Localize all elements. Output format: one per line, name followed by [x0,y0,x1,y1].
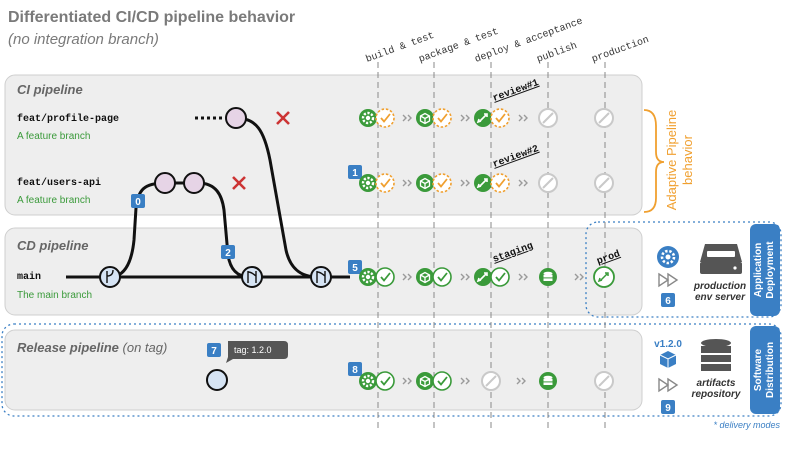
server-label: production [693,281,746,292]
row-main-jobs [357,266,615,288]
ci-panel [4,74,643,216]
tag-callout: tag: 1.2.0 [226,341,288,363]
server-label-2: env server [695,292,746,303]
step-badge-2: 2 [221,245,235,259]
commit-main-branch-point [99,266,121,288]
ci-panel-title: CI pipeline [17,82,83,97]
deployment-tab [750,224,780,316]
step-badge-7: 7 [207,343,221,357]
adaptive-label: Adaptive Pipeline [664,110,679,210]
fast-forward-icon [658,377,679,393]
release-panel-title: Release pipeline (on tag) [17,340,167,355]
stage-header-publish: publish [535,40,579,66]
commit-profile [225,107,247,129]
branch-icon [106,269,114,283]
close-icon [232,176,246,190]
database-icon [701,339,731,371]
adaptive-brace [643,109,665,213]
server-icon [700,244,742,274]
commit-tag [206,369,228,391]
cd-panel-title: CD pipeline [17,238,89,253]
merge-icon [316,271,326,283]
fast-forward-icon [658,272,679,288]
branch-desc-profile: A feature branch [17,131,90,142]
step-badge-1: 1 [348,165,362,179]
merge-icon [247,271,257,283]
branch-desc-main: The main branch [17,290,92,301]
commit-users-1 [154,172,176,194]
distribution-tab [750,326,780,414]
svg-text:2: 2 [225,248,231,259]
svg-text:7: 7 [211,346,217,357]
stage-header-production: production [590,34,651,66]
deployment-tab-label-2: Deployment [765,241,776,299]
svg-text:9: 9 [665,403,671,414]
step-badge-8: 8 [348,362,362,376]
svg-text:tag: 1.2.0: tag: 1.2.0 [234,345,272,355]
commit-main-merge-1 [241,266,263,288]
step-badge-0: 0 [131,194,145,208]
deployment-mode-outline [585,221,782,318]
gear-icon [657,246,679,268]
distribution-tab-label: Software [753,348,764,391]
branch-name-main: main [17,271,41,283]
step-badge-6: 6 [661,293,675,307]
commit-main-merge-2 [310,266,332,288]
step-badge-9: 9 [661,400,675,414]
svg-text:8: 8 [352,365,358,376]
commit-users-2 [183,172,205,194]
version-label: v1.2.0 [654,339,682,350]
distribution-tab-label-2: Distribution [765,342,776,398]
branch-name-profile: feat/profile-page [17,113,119,125]
svg-text:6: 6 [665,296,671,307]
svg-text:1: 1 [352,168,358,179]
step-badge-5: 5 [348,260,362,274]
repository-label-2: repository [692,389,741,400]
branch-desc-users: A feature branch [17,195,90,206]
diagram-subtitle: (no integration branch) [8,31,159,48]
deployment-tab-label: Application [753,243,764,297]
adaptive-label-2: behavior [680,134,695,185]
package-icon [659,351,677,368]
svg-text:5: 5 [352,263,358,274]
svg-text:0: 0 [135,197,141,208]
diagram-title: Differentiated CI/CD pipeline behavior [8,9,295,26]
footnote: * delivery modes [713,420,780,430]
release-panel [4,329,643,411]
close-icon [276,111,290,125]
branch-name-users: feat/users-api [17,177,101,189]
repository-label: artifacts [697,378,736,389]
